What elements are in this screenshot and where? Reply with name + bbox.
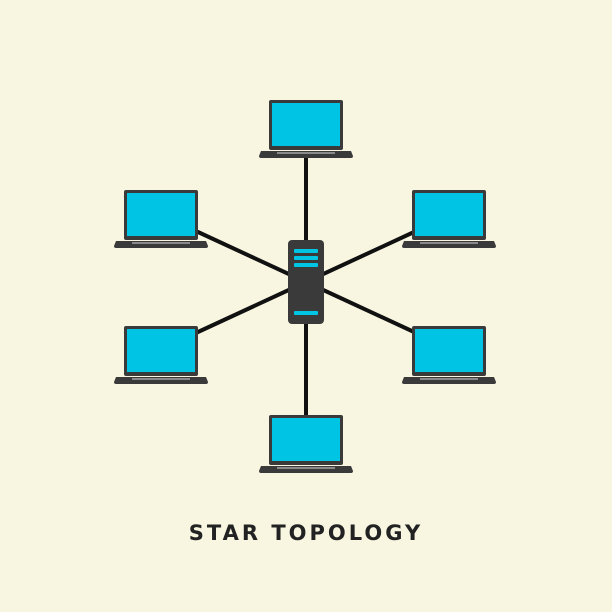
server-hub — [288, 240, 324, 324]
diagram-title: STAR TOPOLOGY — [188, 521, 424, 545]
laptop-upper-right — [402, 190, 496, 248]
server-slot-2 — [294, 256, 318, 260]
server-body — [288, 240, 324, 324]
server-slot-3 — [294, 263, 318, 267]
laptop-keyboard — [277, 152, 335, 154]
server-indicator — [294, 311, 318, 315]
laptop-lower-left — [114, 326, 208, 384]
laptop-lower-right — [402, 326, 496, 384]
laptop-bottom — [259, 415, 353, 473]
laptop-screen — [272, 103, 340, 146]
laptop-upper-left — [114, 190, 208, 248]
server-slot-1 — [294, 249, 318, 253]
laptop-top — [259, 100, 353, 158]
